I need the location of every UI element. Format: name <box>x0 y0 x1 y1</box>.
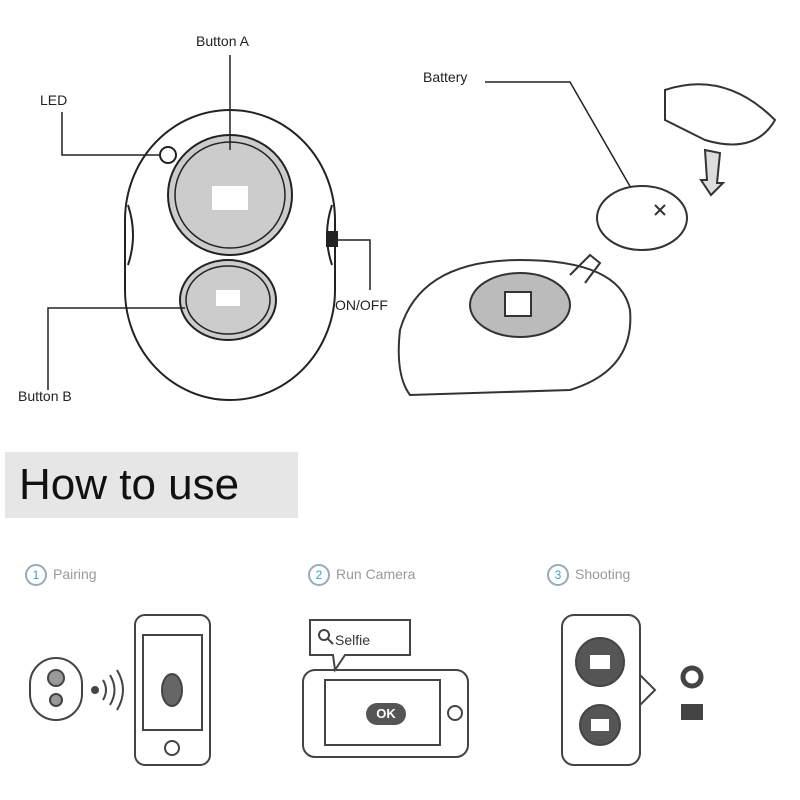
wireless-signal-icon <box>102 669 124 711</box>
step1-illustration <box>29 614 211 766</box>
section-title: How to use <box>19 460 240 509</box>
record-icon <box>680 665 704 689</box>
step-1: 1 Pairing <box>25 564 97 586</box>
step-3: 3 Shooting <box>547 564 630 586</box>
step-label: Pairing <box>53 566 97 582</box>
battery-icon <box>596 185 688 251</box>
label-led: LED <box>40 92 68 108</box>
video-camera-icon <box>681 704 703 720</box>
step-label: Run Camera <box>336 566 416 582</box>
step-number: 2 <box>308 564 330 586</box>
step-2: 2 Run Camera <box>308 564 415 586</box>
search-text: Selfie <box>335 632 371 648</box>
step2-illustration <box>302 619 469 758</box>
ok-button: OK <box>366 703 406 725</box>
label-on-off: ON/OFF <box>335 297 388 313</box>
step-number: 1 <box>25 564 47 586</box>
step-label: Shooting <box>575 566 631 582</box>
led-icon <box>159 146 177 164</box>
label-button-b: Button B <box>18 388 72 404</box>
label-button-a: Button A <box>196 33 249 49</box>
bluetooth-icon <box>161 673 183 707</box>
step3-illustration <box>561 614 704 766</box>
camera-icon <box>212 186 248 210</box>
label-battery: Battery <box>423 69 468 85</box>
search-icon <box>318 629 330 641</box>
remote-exploded <box>397 83 777 397</box>
step-number: 3 <box>547 564 569 586</box>
remote-front <box>124 109 338 401</box>
section-header: How to use <box>5 452 298 518</box>
camera-icon <box>216 290 240 306</box>
